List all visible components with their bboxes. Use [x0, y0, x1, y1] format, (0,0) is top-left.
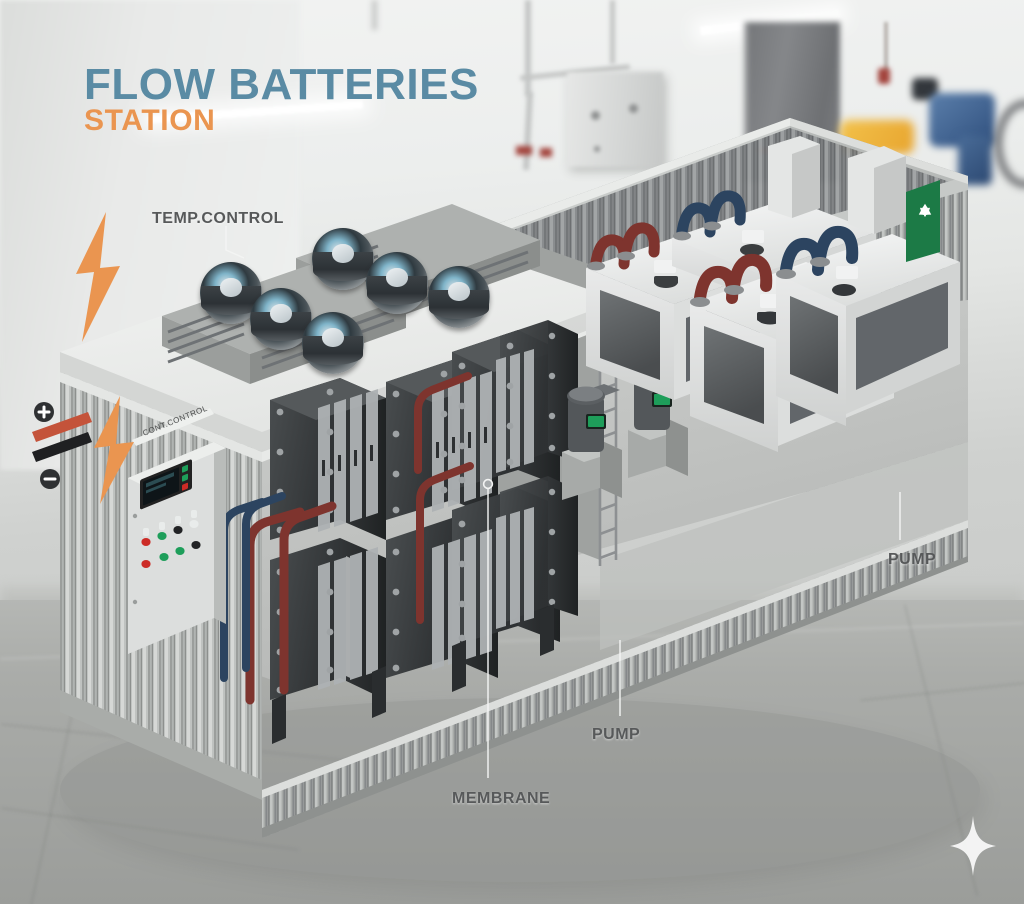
lightning-bolt-icon	[76, 212, 120, 342]
callout-leaders	[225, 226, 901, 778]
callout-label-pump-center: PUMP	[592, 726, 641, 743]
callout-label-membrane: MEMBRANE	[452, 790, 551, 807]
ceiling-pipe-vertical	[525, 0, 531, 96]
wall-cabinet	[567, 72, 663, 167]
control-cabinet[interactable]: CONT.CONTROL	[110, 404, 290, 680]
ceiling-pipe-vertical-3	[610, 0, 615, 64]
recycling-sign	[906, 180, 940, 262]
membrane-anchor-dot	[482, 478, 494, 490]
cooling-fan	[366, 252, 428, 314]
cooling-fan	[302, 312, 364, 374]
indicator-lamp-row	[141, 510, 199, 546]
container-base-skirt	[262, 520, 968, 838]
container-floor-right	[600, 442, 968, 650]
indicator-lamp-row	[141, 541, 201, 568]
junction-box	[768, 136, 820, 218]
ceiling-pipe-vertical-4	[372, 0, 377, 30]
lightning-bolt-icon	[94, 396, 134, 504]
sparkle-icon	[950, 816, 996, 876]
junction-box	[848, 146, 906, 234]
cooling-fan	[250, 288, 312, 350]
positive-terminal-bar	[32, 412, 92, 442]
cooling-fan	[312, 228, 374, 290]
alarm-device	[878, 68, 890, 84]
cabinet-nameplate	[132, 408, 214, 446]
callout-label-pump-right: PUMP	[888, 551, 937, 568]
cooling-fan	[428, 266, 490, 328]
hanging-cable	[884, 22, 888, 72]
wall-marking-red-2	[540, 148, 552, 157]
circulation-pump	[562, 384, 622, 500]
title-line-1: FLOW BATTERIES	[84, 60, 479, 109]
wall-marking-red	[516, 146, 532, 155]
callout-label-temp-control: TEMP.CONTROL	[152, 210, 284, 227]
page-title: FLOW BATTERIES STATION	[84, 62, 479, 136]
negative-terminal-bar	[32, 432, 92, 462]
dc-terminal-marks	[32, 402, 92, 489]
title-line-2: STATION	[84, 104, 216, 137]
